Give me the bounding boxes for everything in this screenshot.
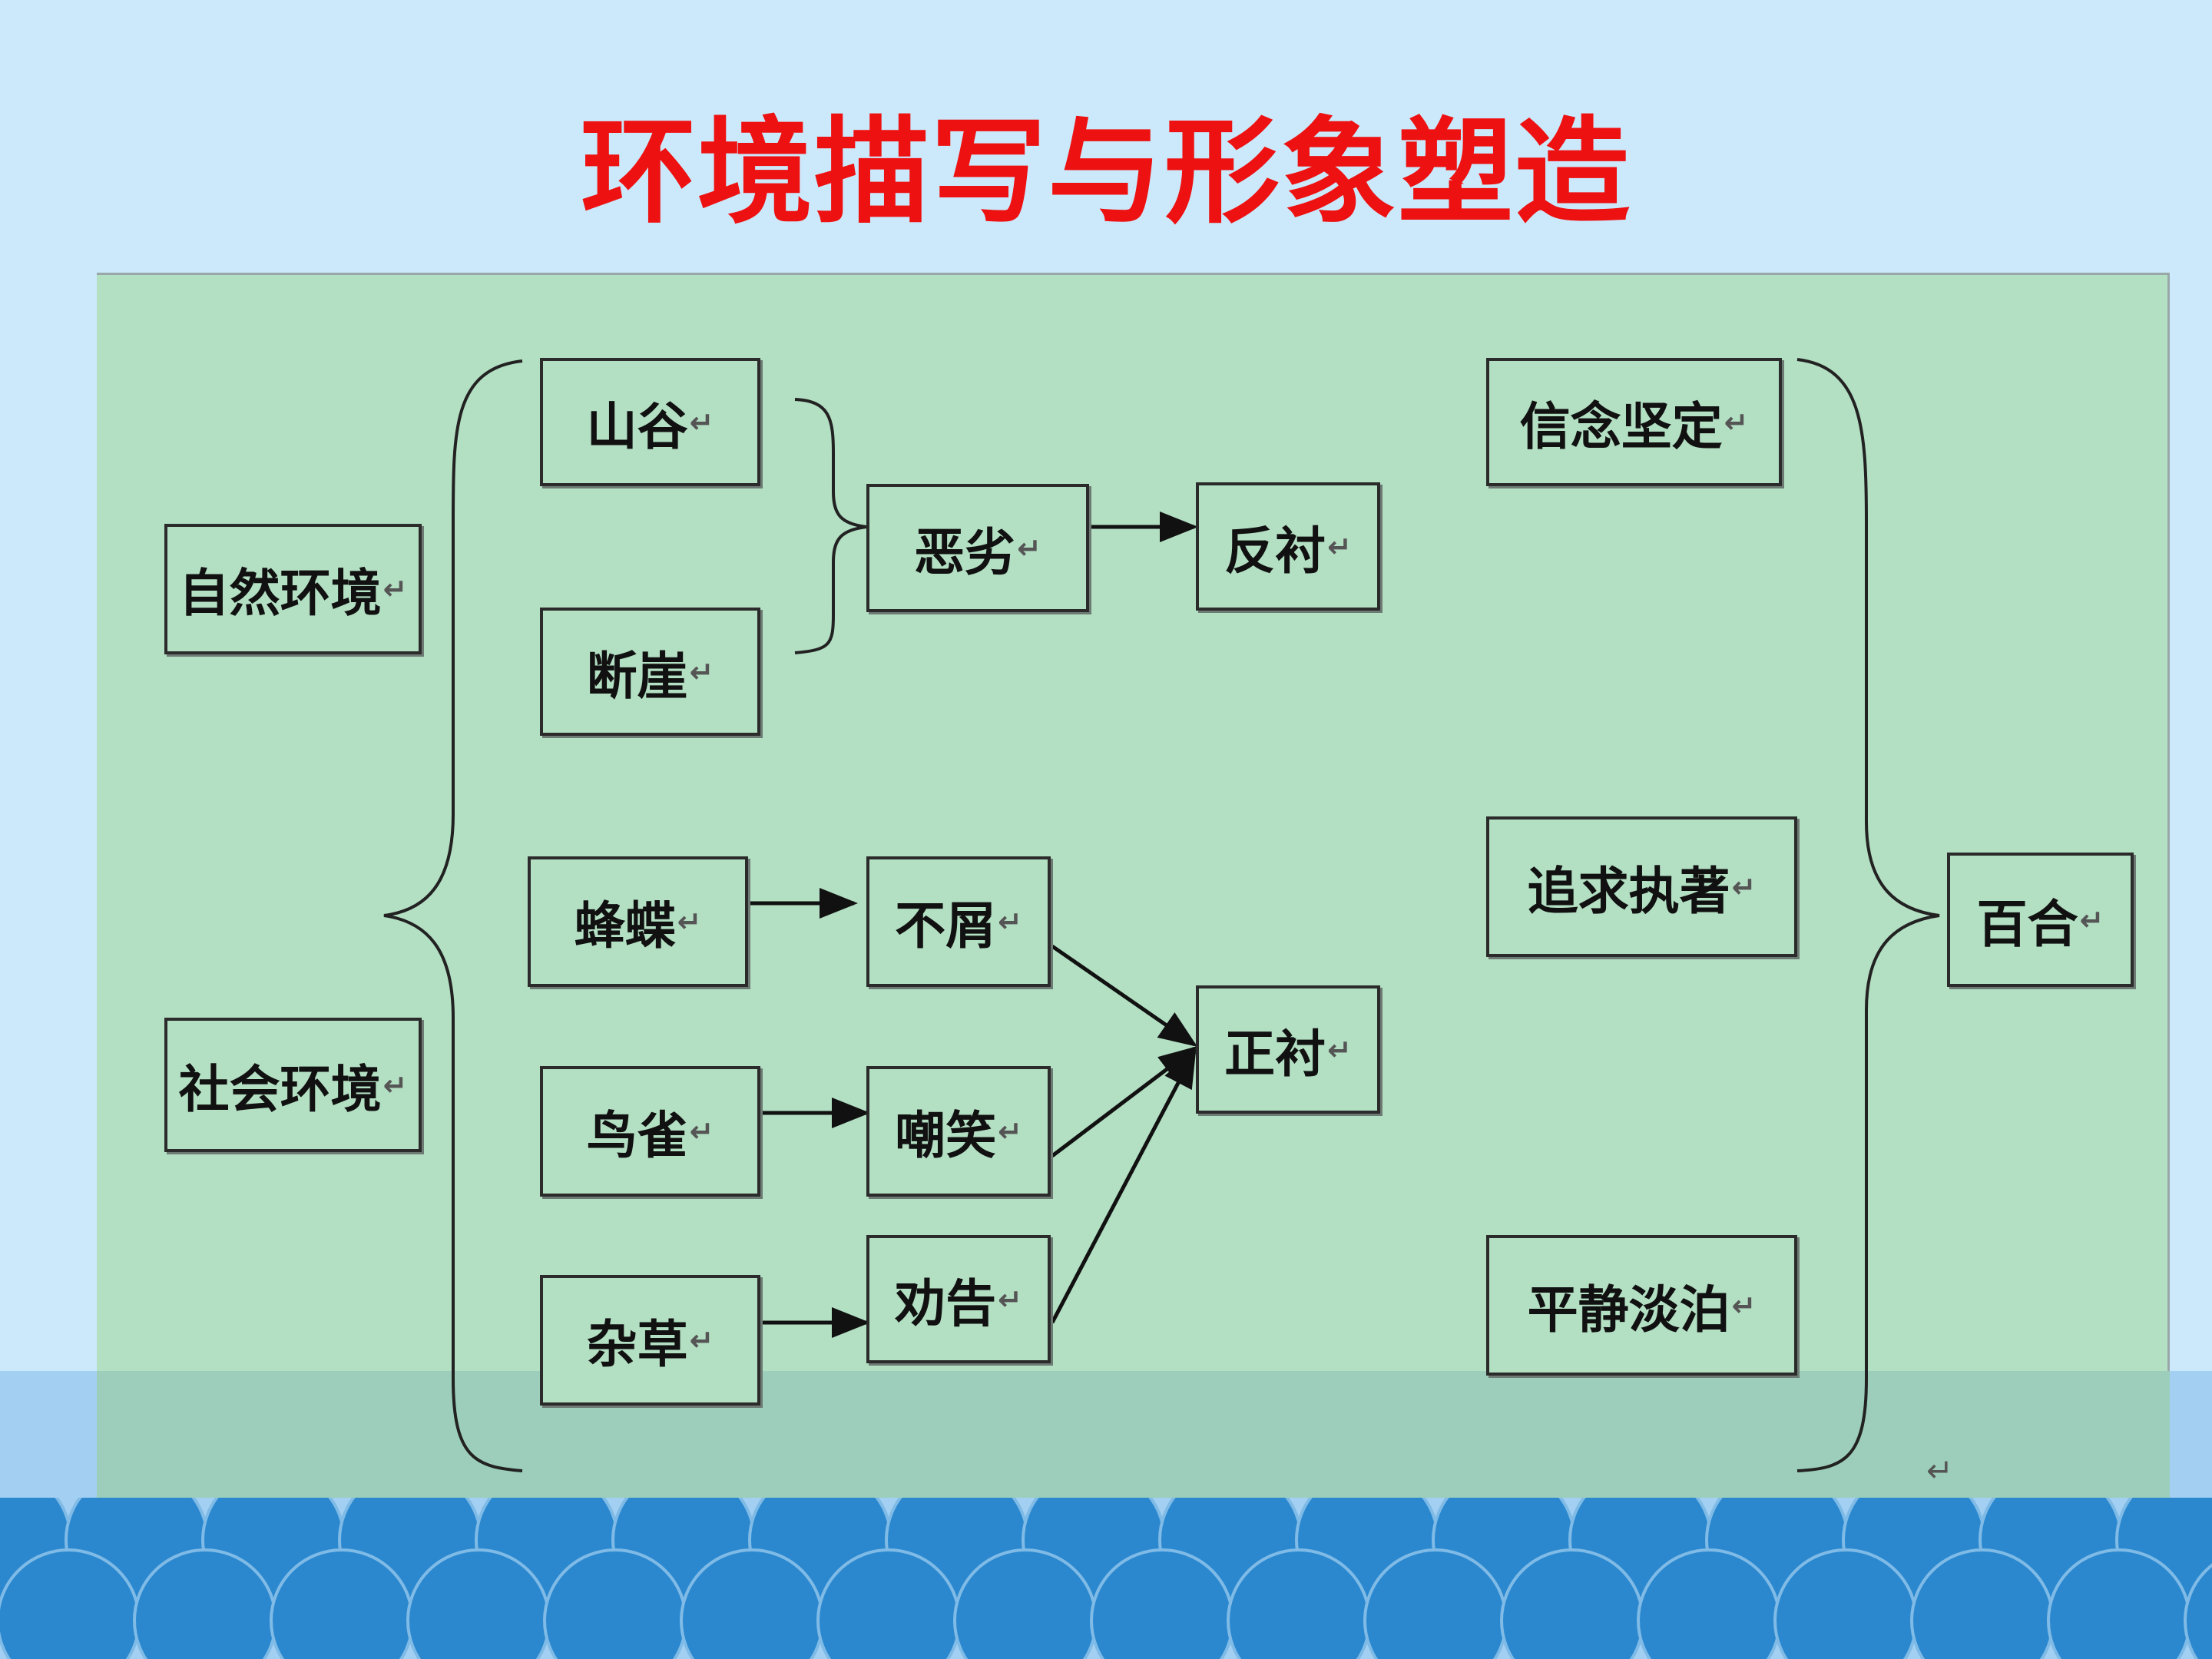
node-butterfly: 蜂蝶↵ [528, 856, 748, 987]
label-butterfly: 蜂蝶 [574, 896, 676, 955]
label-disdain: 不屑 [895, 896, 997, 955]
small-brace [794, 398, 867, 654]
node-social-env: 社会环境↵ [164, 1018, 422, 1152]
return-mark: ↵ [689, 1323, 714, 1357]
node-bird: 鸟雀↵ [540, 1066, 760, 1197]
node-weeds: 杂草↵ [540, 1275, 760, 1406]
node-lily: 百合↵ [1947, 853, 2134, 987]
node-disdain: 不屑↵ [866, 856, 1051, 987]
label-contrast-direct: 正衬 [1224, 1024, 1326, 1084]
panel-lower-overlay [97, 1371, 2170, 1498]
node-cliff: 断崖↵ [540, 608, 760, 736]
return-mark: ↵ [1731, 1288, 1757, 1323]
label-valley: 山谷 [586, 396, 688, 456]
node-advise: 劝告↵ [866, 1235, 1051, 1363]
return-mark: ↵ [1327, 1032, 1352, 1067]
left-big-brace [383, 359, 523, 1472]
label-mock: 嘲笑 [895, 1106, 997, 1165]
wave-decoration [0, 1498, 2212, 1659]
label-contrast-reverse: 反衬 [1224, 521, 1326, 581]
right-big-brace [1796, 358, 1940, 1472]
node-persistent-pursuit: 追求执著↵ [1486, 816, 1797, 957]
return-mark: ↵ [689, 405, 714, 439]
return-mark: ↵ [2079, 902, 2104, 937]
label-cliff: 断崖 [586, 646, 688, 706]
return-mark: ↵ [382, 1068, 408, 1102]
wave-circle [2184, 1563, 2212, 1659]
return-mark: ↵ [998, 905, 1022, 939]
return-mark: ↵ [998, 1114, 1022, 1148]
node-harsh: 恶劣↵ [866, 484, 1089, 612]
node-contrast-direct: 正衬↵ [1196, 985, 1380, 1114]
return-mark: ↵ [677, 905, 702, 939]
return-mark: ↵ [1724, 405, 1749, 439]
label-harsh: 恶劣 [914, 522, 1016, 582]
return-mark: ↵ [1731, 869, 1757, 904]
label-firm-belief: 信念坚定 [1519, 396, 1723, 456]
return-mark: ↵ [1017, 531, 1041, 565]
label-natural-env: 自然环境 [178, 564, 382, 623]
return-mark: ↵ [382, 572, 408, 606]
return-mark: ↵ [998, 1282, 1022, 1316]
diagram-panel [97, 273, 2170, 1500]
node-valley: 山谷↵ [540, 358, 760, 486]
node-calm-indifferent: 平静淡泊↵ [1486, 1235, 1797, 1376]
node-firm-belief: 信念坚定↵ [1486, 358, 1782, 486]
return-mark: ↵ [689, 1114, 714, 1148]
return-mark: ↵ [1327, 529, 1352, 564]
label-lily: 百合 [1976, 894, 2078, 954]
slide-title: 环境描写与形象塑造 [580, 106, 1631, 240]
arrow-mock-to-direct [1051, 1045, 1197, 1157]
arrow-disdain-to-direct [1051, 944, 1198, 1047]
label-advise: 劝告 [895, 1273, 997, 1333]
label-calm-indifferent: 平静淡泊 [1527, 1280, 1730, 1339]
label-bird: 鸟雀 [586, 1106, 688, 1165]
node-contrast-reverse: 反衬↵ [1196, 482, 1380, 611]
node-mock: 嘲笑↵ [866, 1066, 1051, 1197]
node-natural-env: 自然环境↵ [164, 524, 422, 654]
arrow-advise-to-direct [1050, 1048, 1197, 1324]
label-weeds: 杂草 [586, 1315, 688, 1374]
stray-return-mark: ↵ [1926, 1452, 1954, 1489]
label-persistent-pursuit: 追求执著 [1527, 861, 1730, 921]
return-mark: ↵ [689, 654, 714, 689]
label-social-env: 社会环境 [178, 1059, 382, 1119]
